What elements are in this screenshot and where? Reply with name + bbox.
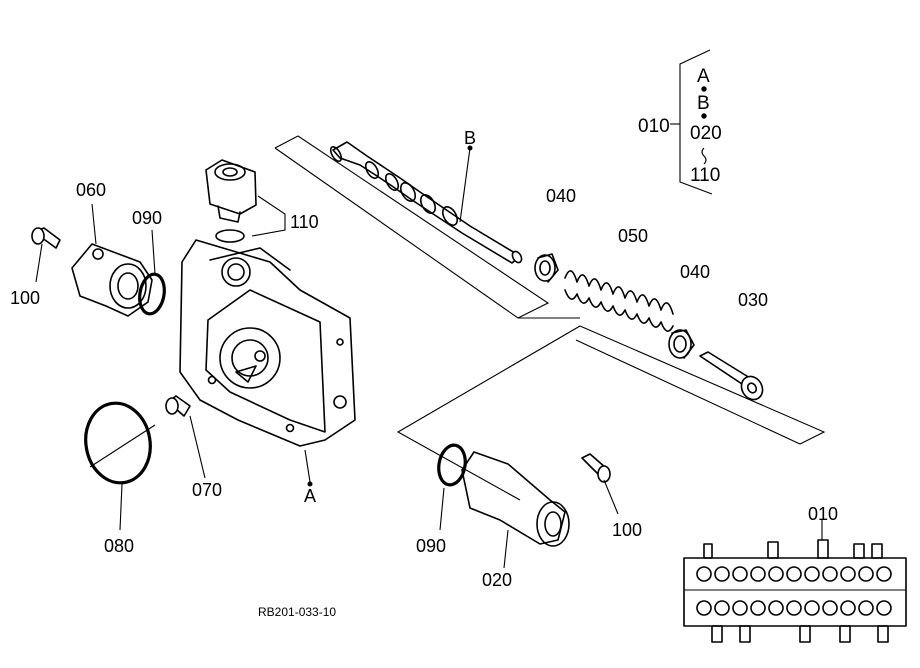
label-030: 030: [738, 290, 768, 310]
relief-valve-110[interactable]: [205, 159, 286, 243]
label-070: 070: [192, 480, 222, 500]
label-100-right: 100: [612, 520, 642, 540]
bolt-100-left[interactable]: [31, 227, 61, 283]
label-100-left: 100: [10, 288, 40, 308]
label-ref-a: A: [304, 486, 316, 506]
valve-body[interactable]: [179, 239, 356, 487]
label-090-upper: 090: [132, 208, 162, 228]
label-040-right: 040: [680, 262, 710, 282]
label-020: 020: [482, 570, 512, 590]
spool-group-outline: [274, 135, 826, 501]
o-ring-090-lower[interactable]: [436, 443, 469, 531]
legend-item-110: 110: [690, 165, 720, 186]
spring-seat-040-right[interactable]: [668, 329, 695, 359]
cover-060[interactable]: [71, 203, 153, 317]
label-inset-010: 010: [808, 504, 838, 524]
spool-b[interactable]: [329, 141, 524, 264]
spring-seat-040-left[interactable]: [534, 253, 559, 283]
bolt-100-right[interactable]: [581, 453, 619, 515]
legend-main: 010: [638, 116, 670, 137]
label-080: 080: [104, 536, 134, 556]
label-060: 060: [76, 180, 106, 200]
o-ring-090-upper[interactable]: [137, 229, 168, 316]
label-110: 110: [290, 212, 319, 232]
plug-070[interactable]: [165, 395, 206, 479]
drawing-number: RB201-033-10: [258, 605, 336, 619]
label-090-lower: 090: [416, 536, 446, 556]
legend-item-020: 020: [690, 123, 722, 144]
bolt-030[interactable]: [699, 351, 767, 403]
label-ref-b: B: [464, 128, 476, 148]
inset-valve-assembly: [683, 520, 907, 643]
legend-item-b: B: [697, 93, 710, 114]
o-ring-080[interactable]: [80, 398, 157, 531]
label-050: 050: [618, 226, 648, 246]
cap-020[interactable]: [461, 451, 570, 569]
legend-item-a: A: [697, 66, 710, 87]
label-040-left: 040: [546, 186, 576, 206]
spring-050[interactable]: [564, 270, 674, 332]
legend-bracket: [670, 49, 713, 195]
